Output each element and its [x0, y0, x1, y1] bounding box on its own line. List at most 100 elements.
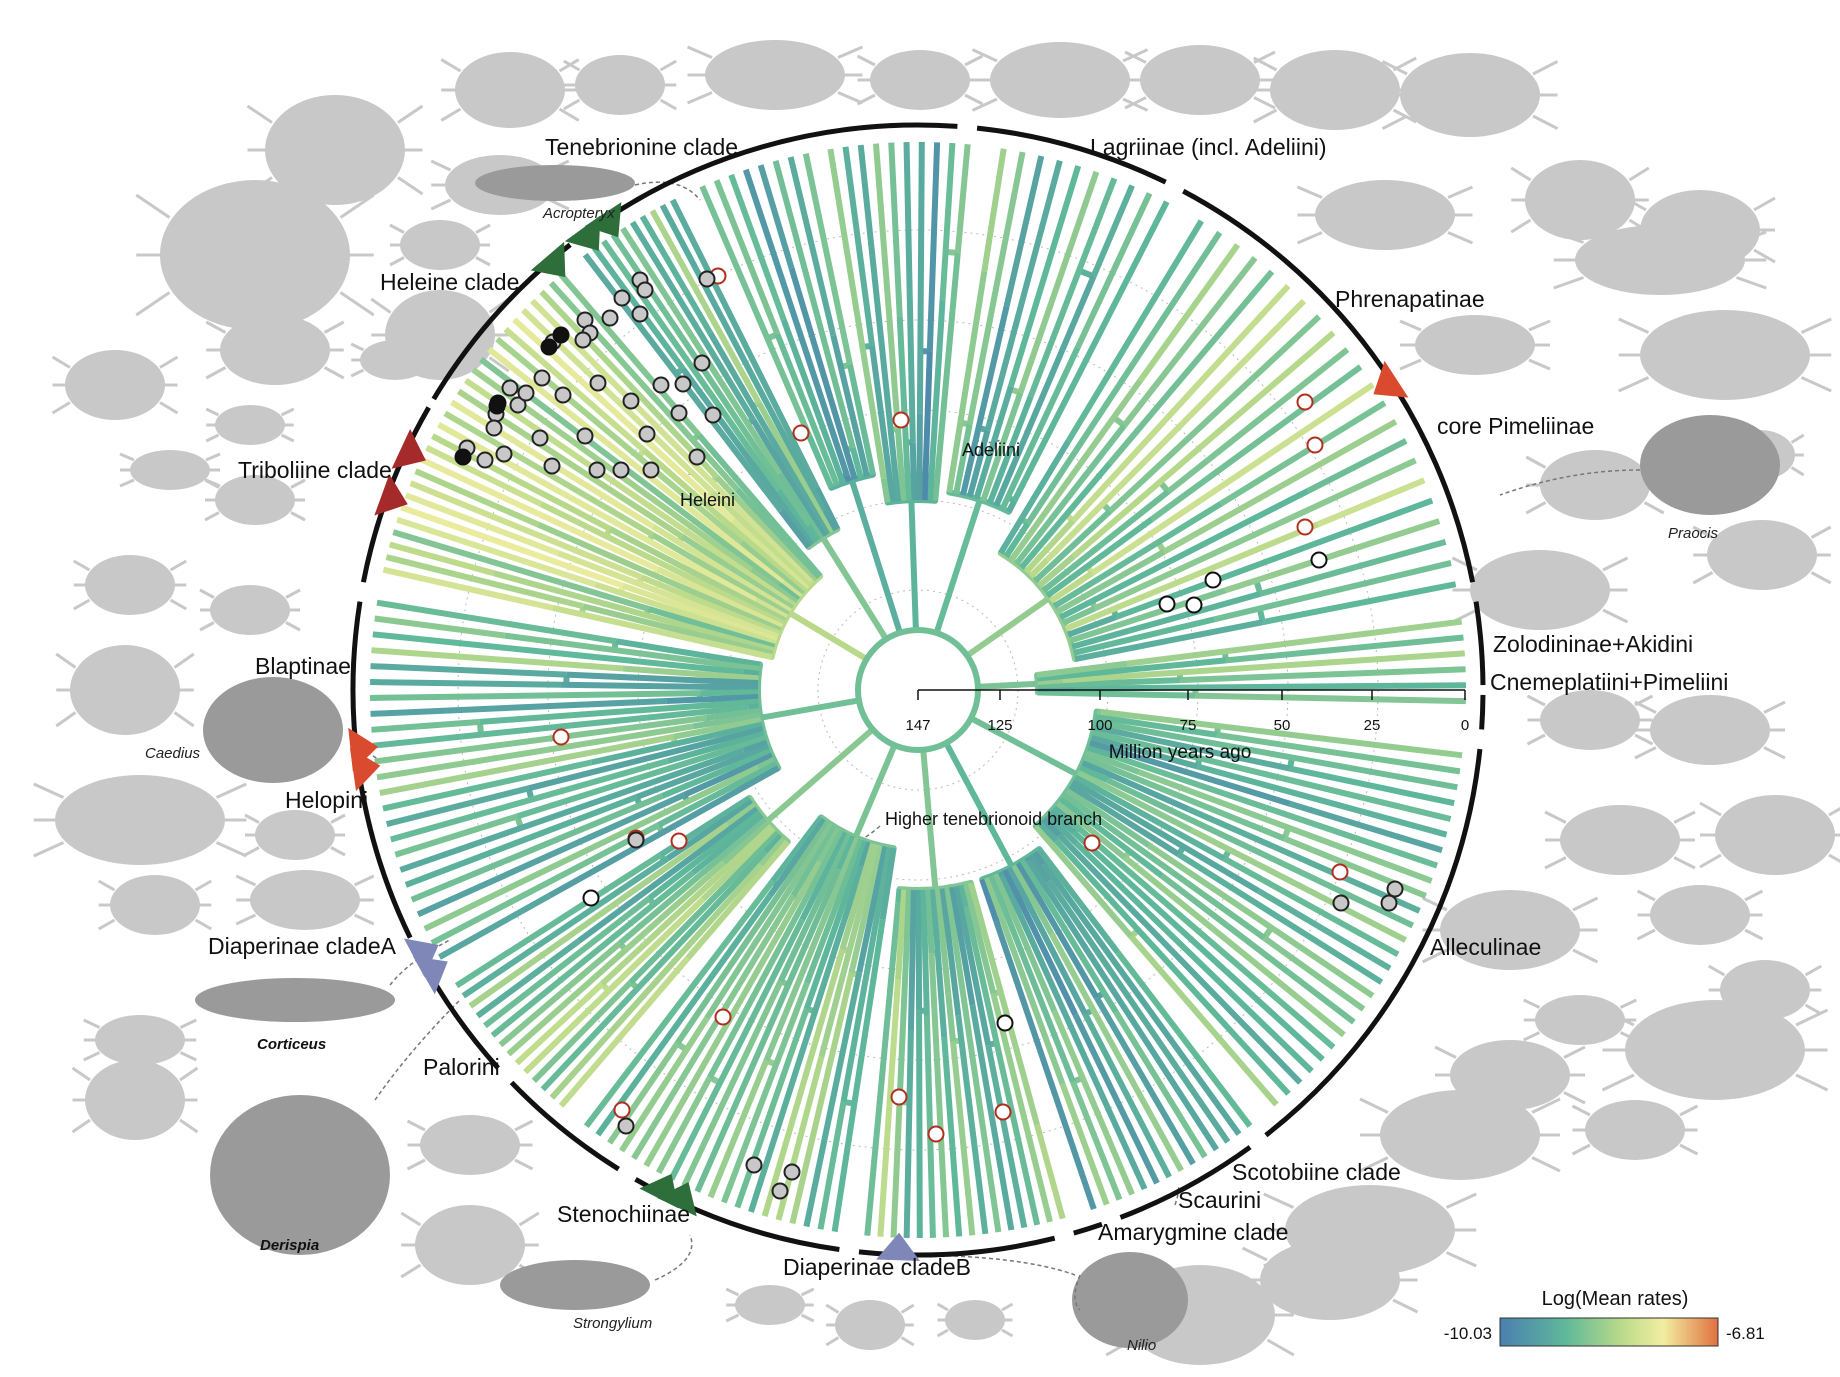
tree-branch: [993, 275, 1097, 508]
beetle-leg: [856, 54, 876, 67]
tree-tip-branch: [963, 907, 1041, 1226]
node-marker-circle: [576, 427, 594, 445]
beetle-leg: [244, 813, 260, 824]
beetle-leg: [1445, 1192, 1477, 1209]
tree-branch: [1028, 557, 1050, 579]
tree-stem: [848, 479, 903, 634]
beetle-leg: [964, 93, 984, 106]
beetle-silhouette: [360, 340, 430, 380]
beetle-leg: [1753, 248, 1776, 264]
tree-branch: [753, 597, 789, 620]
beetle-leg: [1744, 928, 1764, 941]
tree-stem: [977, 680, 1038, 690]
beetle-leg: [1736, 276, 1767, 290]
time-axis: 147 125 100 75 50 25 0 Million years ago: [905, 689, 1469, 763]
tree-branch: [683, 752, 774, 798]
tree-branch: [967, 882, 1040, 1126]
beetle-leg: [936, 1328, 949, 1338]
highlighted-genus-silhouette: [210, 1095, 390, 1255]
tree-branch: [953, 423, 973, 495]
tree-branch: [1037, 677, 1181, 689]
tree-tip-branch: [389, 758, 669, 843]
tree-branch: [640, 574, 781, 637]
tree-branch: [1062, 792, 1266, 941]
beetle-silhouette: [1440, 890, 1580, 970]
tree-branch: [1067, 614, 1118, 638]
tree-branch: [895, 888, 903, 903]
tree-tip-branch: [430, 822, 660, 946]
highlighted-genus-silhouette: [195, 978, 395, 1022]
node-marker-circle: [714, 1008, 732, 1026]
tree-tip-branch: [1041, 862, 1242, 1136]
label-diaperinae-cladeb: Diaperinae cladeB: [783, 1254, 971, 1280]
tree-tip-branch: [382, 759, 593, 812]
tree-branch: [1019, 461, 1113, 570]
beetle-leg: [1602, 608, 1629, 624]
beetle-leg: [488, 356, 510, 373]
node-marker-circle: [1185, 596, 1203, 614]
genus-labels: Acropteryx Praocis Caedius Corticeus Der…: [145, 205, 1719, 1354]
beetle-leg: [205, 452, 221, 462]
tree-tip-branch: [1177, 851, 1384, 985]
label-adeliini: Adeliini: [962, 440, 1020, 460]
tree-branch: [767, 818, 827, 898]
tree-branch: [539, 501, 785, 627]
node-marker-circle: [582, 889, 600, 907]
tree-branch: [836, 835, 857, 871]
tree-tip-branch: [639, 214, 713, 335]
tree-branch: [758, 836, 787, 867]
tree-tip-branch: [376, 599, 617, 645]
tree-branch: [742, 739, 768, 754]
beetle-leg: [179, 1051, 197, 1062]
beetle-leg: [194, 879, 212, 892]
tree-branch: [1062, 605, 1097, 626]
beetle-leg: [1636, 928, 1656, 941]
highlighted-genus-silhouette: [475, 165, 635, 201]
tick-100: 100: [1087, 717, 1112, 734]
tree-branch: [1006, 499, 1018, 514]
node-marker-circle: [638, 425, 656, 443]
tree-branch: [705, 707, 760, 721]
tree-branch: [907, 889, 917, 1032]
beetle-silhouette: [65, 350, 165, 420]
beetle-leg: [1795, 1073, 1829, 1092]
tree-tip-branch: [1072, 1013, 1160, 1185]
tree-branch: [896, 316, 912, 501]
tree-branch: [879, 847, 897, 920]
tree-branch: [1033, 824, 1134, 939]
tree-tip-branch: [1074, 192, 1153, 349]
beetle-leg: [1634, 733, 1654, 746]
tree-tip-branch: [385, 785, 530, 828]
beetle-leg: [55, 652, 77, 669]
beetle-leg: [1673, 810, 1696, 824]
clade-arc: [858, 1235, 1056, 1258]
tree-tip-branch: [1189, 827, 1407, 943]
tree-tip-branch: [530, 298, 813, 584]
tree-tip-branch: [503, 326, 646, 453]
tree-branch: [1011, 863, 1055, 936]
tree-branch: [1052, 805, 1078, 828]
tree-tip-branch: [1093, 995, 1196, 1166]
beetle-leg: [244, 846, 260, 857]
tree-branch: [958, 884, 970, 909]
label-strongylium: Strongylium: [573, 1315, 652, 1332]
tree-tip-branch: [742, 168, 850, 477]
beetle-leg: [440, 58, 462, 73]
tree-tip-branch: [699, 185, 812, 437]
beetle-leg: [350, 368, 365, 378]
tree-tip-branch: [827, 148, 887, 480]
tree-branch: [934, 888, 956, 1042]
beetle-leg: [1810, 525, 1832, 539]
tree-tip-branch: [540, 850, 768, 1092]
tree-branch: [780, 580, 803, 600]
tree-tip-branch: [1196, 763, 1448, 838]
tree-tip-branch: [1123, 855, 1346, 1038]
beetle-silhouette: [945, 1300, 1005, 1340]
tree-tip-branch: [748, 865, 865, 1213]
tree-tip-branch: [1225, 634, 1464, 664]
tree-branch: [680, 366, 815, 547]
tree-tip-branch: [1102, 720, 1458, 791]
node-marker-circle: [1380, 894, 1398, 912]
tree-branch: [785, 597, 796, 608]
node-marker-circle: [670, 832, 688, 850]
